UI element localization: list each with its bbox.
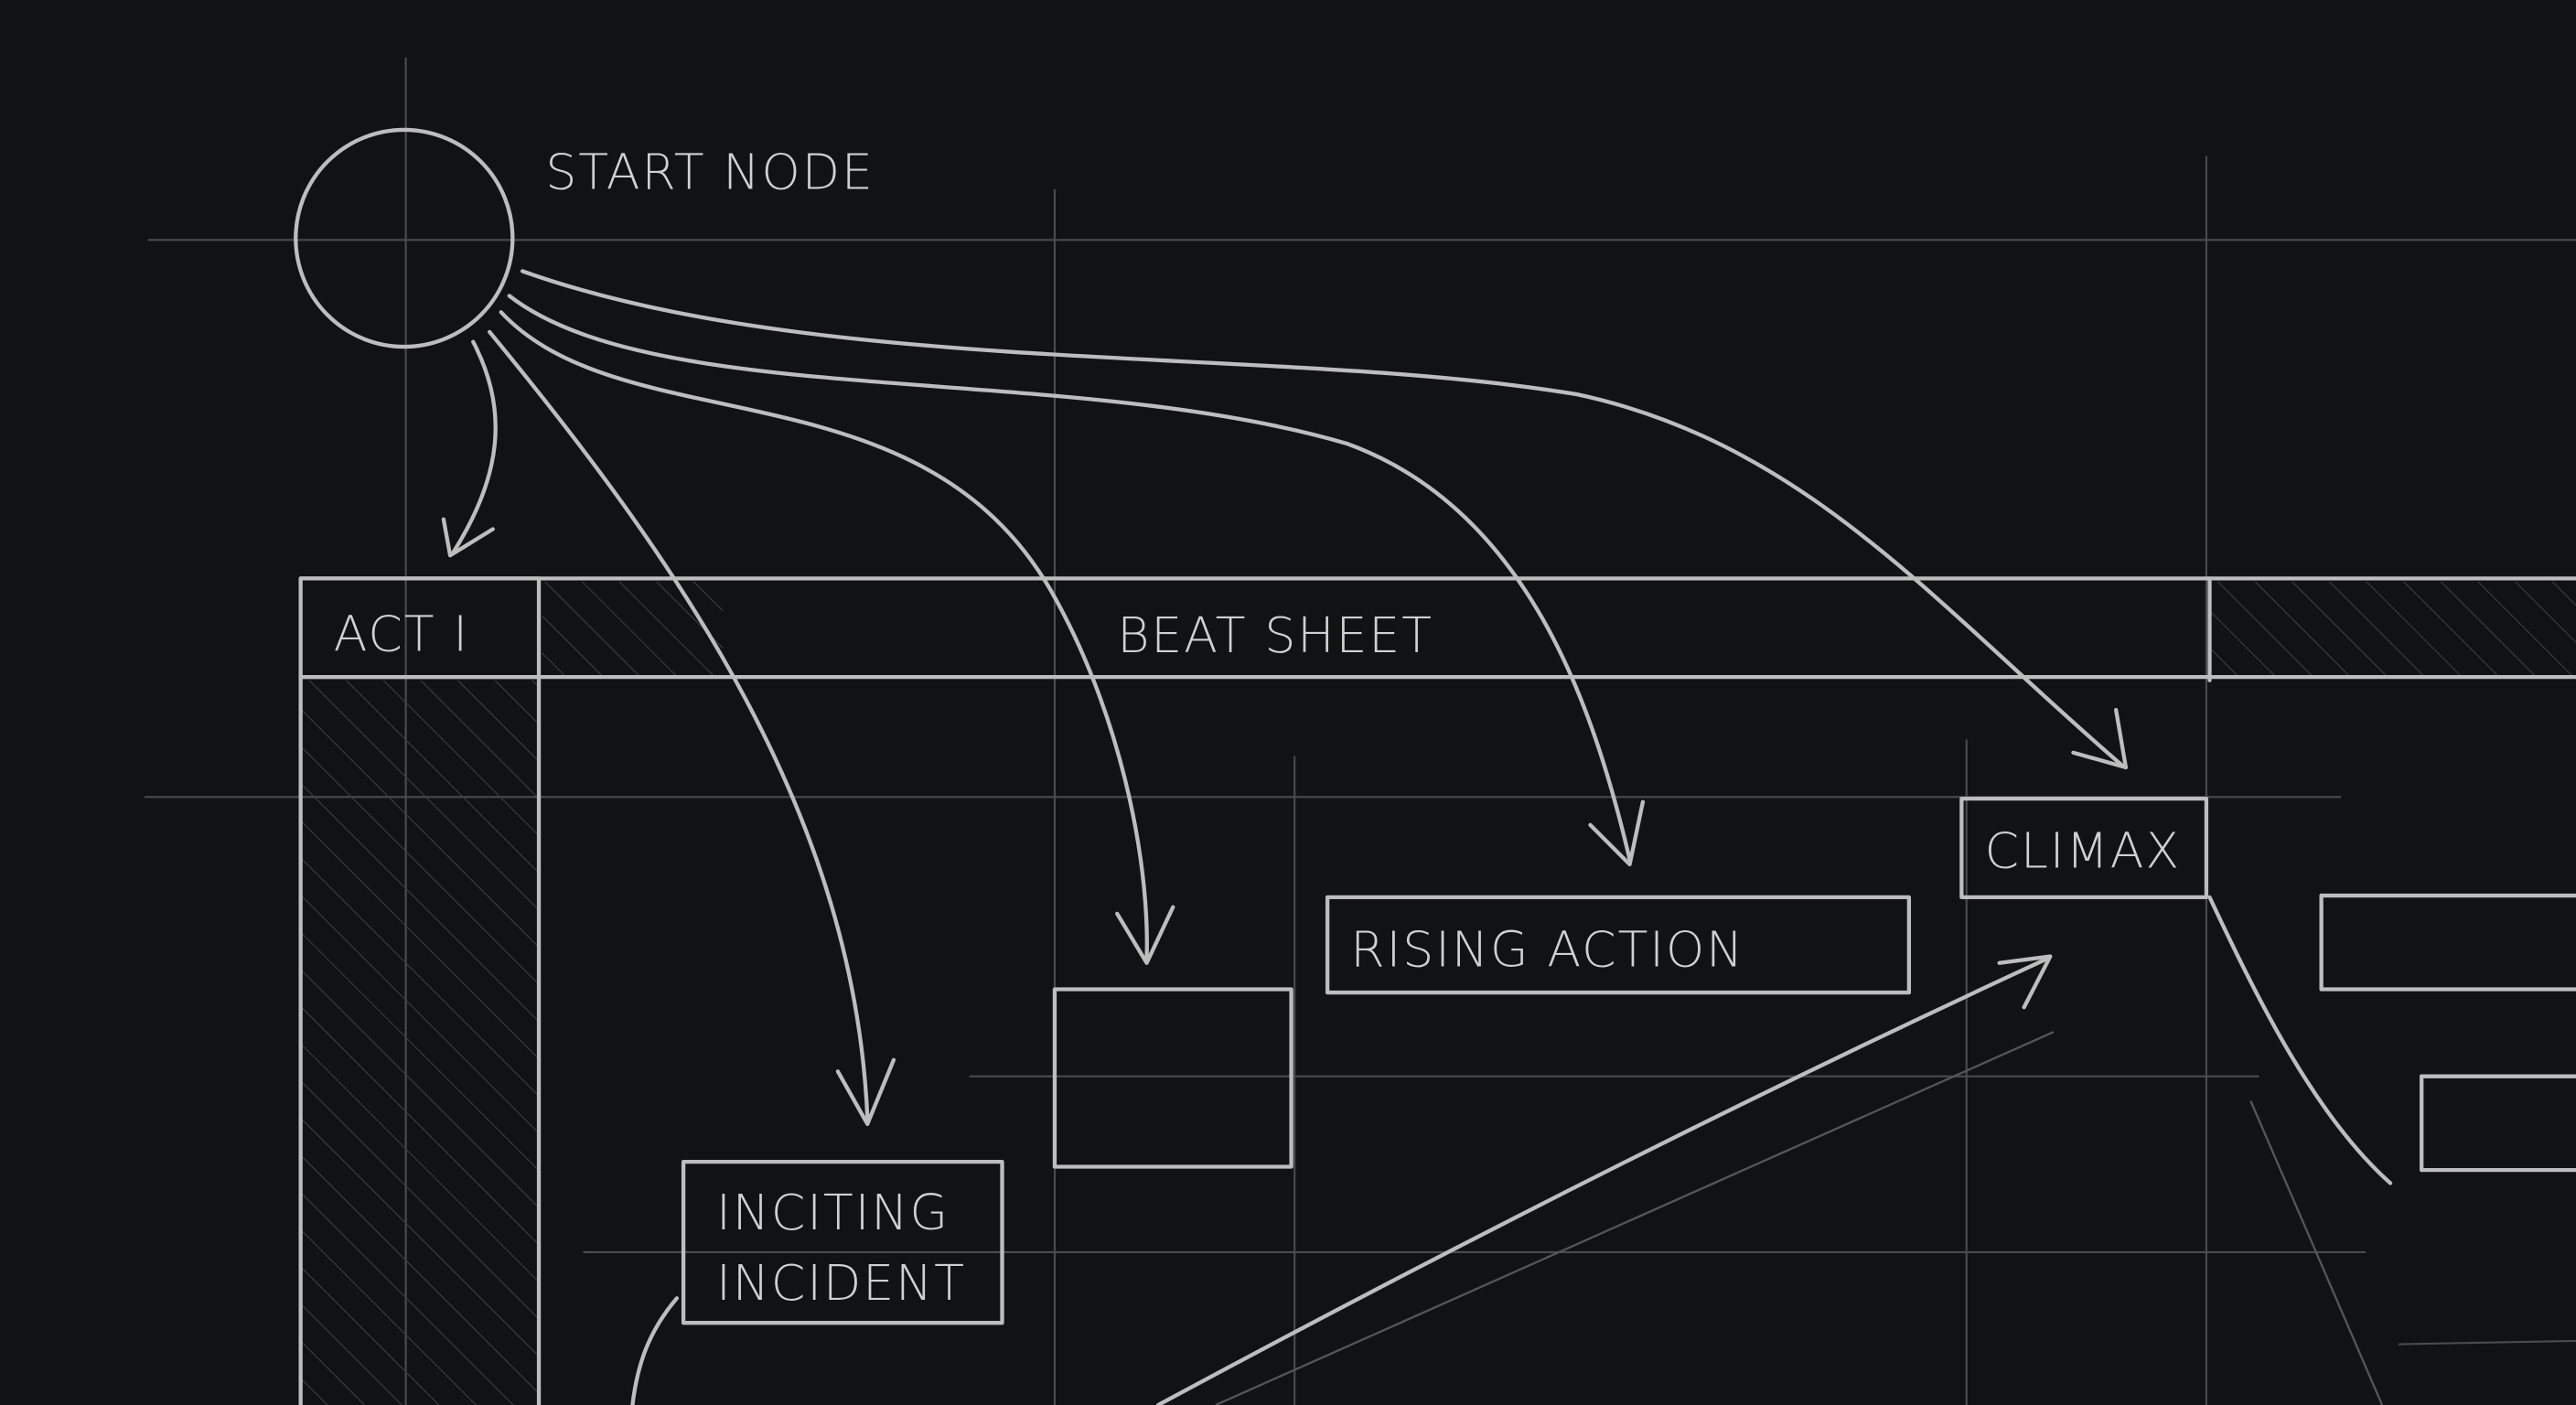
- inciting-incident-box[interactable]: [681, 1159, 1004, 1325]
- header-hatch-right: [2211, 581, 2576, 676]
- faint-guide-2: [2249, 1100, 2384, 1405]
- header-hatch-left: [542, 581, 724, 676]
- start-node-label: START NODE: [545, 144, 874, 201]
- offscreen-box-1[interactable]: [2319, 893, 2576, 992]
- start-node-circle[interactable]: [294, 127, 515, 349]
- edge-start-to-unnamed-beat: [499, 310, 1175, 965]
- unnamed-beat-box[interactable]: [1052, 987, 1293, 1169]
- edge-start-to-rising-action: [507, 294, 1646, 867]
- act-i-label: ACT I: [334, 605, 469, 662]
- act-i-column-hatch: [302, 680, 538, 1405]
- edge-climax-outgoing: [2207, 895, 2393, 1185]
- edge-offscreen-to-climax: [1155, 954, 2053, 1405]
- inciting-incident-label-2: INCIDENT: [716, 1254, 966, 1312]
- rising-action-box[interactable]: [1325, 895, 1912, 995]
- faint-guide-1: [1215, 1031, 2055, 1405]
- offscreen-box-2[interactable]: [2420, 1074, 2576, 1173]
- inciting-incident-label-1: INCITING: [716, 1184, 950, 1241]
- beat-sheet-title: BEAT SHEET: [1117, 606, 1433, 664]
- climax-label: CLIMAX: [1984, 822, 2181, 880]
- edge-start-to-inciting: [488, 329, 896, 1126]
- edge-inciting-outgoing: [630, 1296, 680, 1405]
- climax-box[interactable]: [1959, 796, 2209, 900]
- rising-action-label: RISING ACTION: [1350, 920, 1744, 978]
- act-i-header-box[interactable]: [298, 576, 542, 680]
- header-band: [298, 576, 2576, 682]
- edge-start-to-act-i: [441, 339, 498, 558]
- edge-start-to-climax: [520, 269, 2129, 770]
